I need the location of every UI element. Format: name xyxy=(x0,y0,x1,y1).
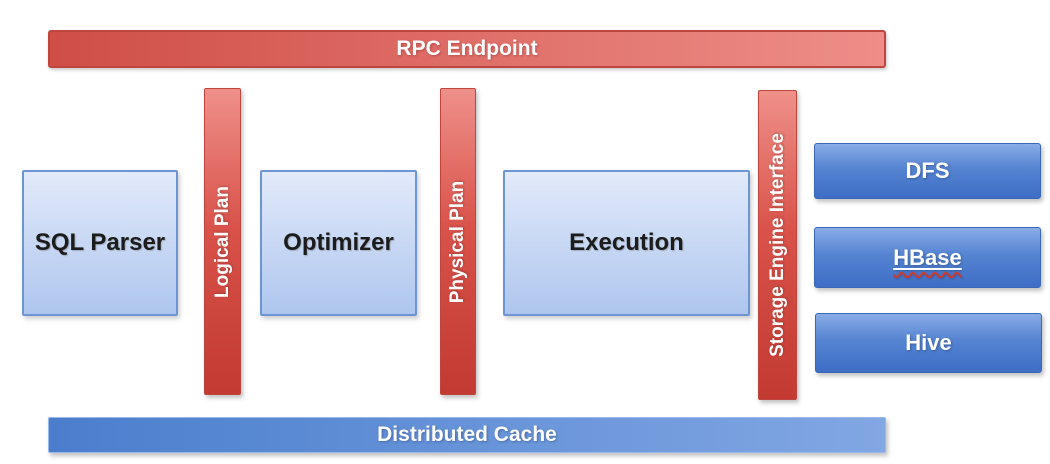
hive-box: Hive xyxy=(815,313,1042,373)
hive-label: Hive xyxy=(905,330,952,355)
sql-parser-box: SQL Parser xyxy=(22,170,178,316)
execution-box: Execution xyxy=(503,170,750,316)
execution-label: Execution xyxy=(569,229,684,256)
dfs-box: DFS xyxy=(814,143,1041,199)
dfs-label: DFS xyxy=(905,158,950,183)
rpc-endpoint-label: RPC Endpoint xyxy=(396,37,538,60)
optimizer-box: Optimizer xyxy=(260,170,417,316)
hbase-label: HBase xyxy=(893,244,962,270)
logical-plan-bar: Logical Plan xyxy=(204,88,241,395)
storage-engine-interface-bar: Storage Engine Interface xyxy=(758,90,797,400)
logical-plan-label: Logical Plan xyxy=(211,185,233,298)
distributed-cache-bar: Distributed Cache xyxy=(48,417,886,453)
sql-parser-label: SQL Parser xyxy=(34,229,166,256)
physical-plan-bar: Physical Plan xyxy=(440,88,476,395)
hbase-box: HBase xyxy=(814,227,1041,288)
distributed-cache-label: Distributed Cache xyxy=(377,423,557,446)
rpc-endpoint-bar: RPC Endpoint xyxy=(48,30,886,68)
storage-engine-interface-label: Storage Engine Interface xyxy=(766,133,788,357)
physical-plan-label: Physical Plan xyxy=(447,180,468,303)
optimizer-label: Optimizer xyxy=(283,229,394,256)
